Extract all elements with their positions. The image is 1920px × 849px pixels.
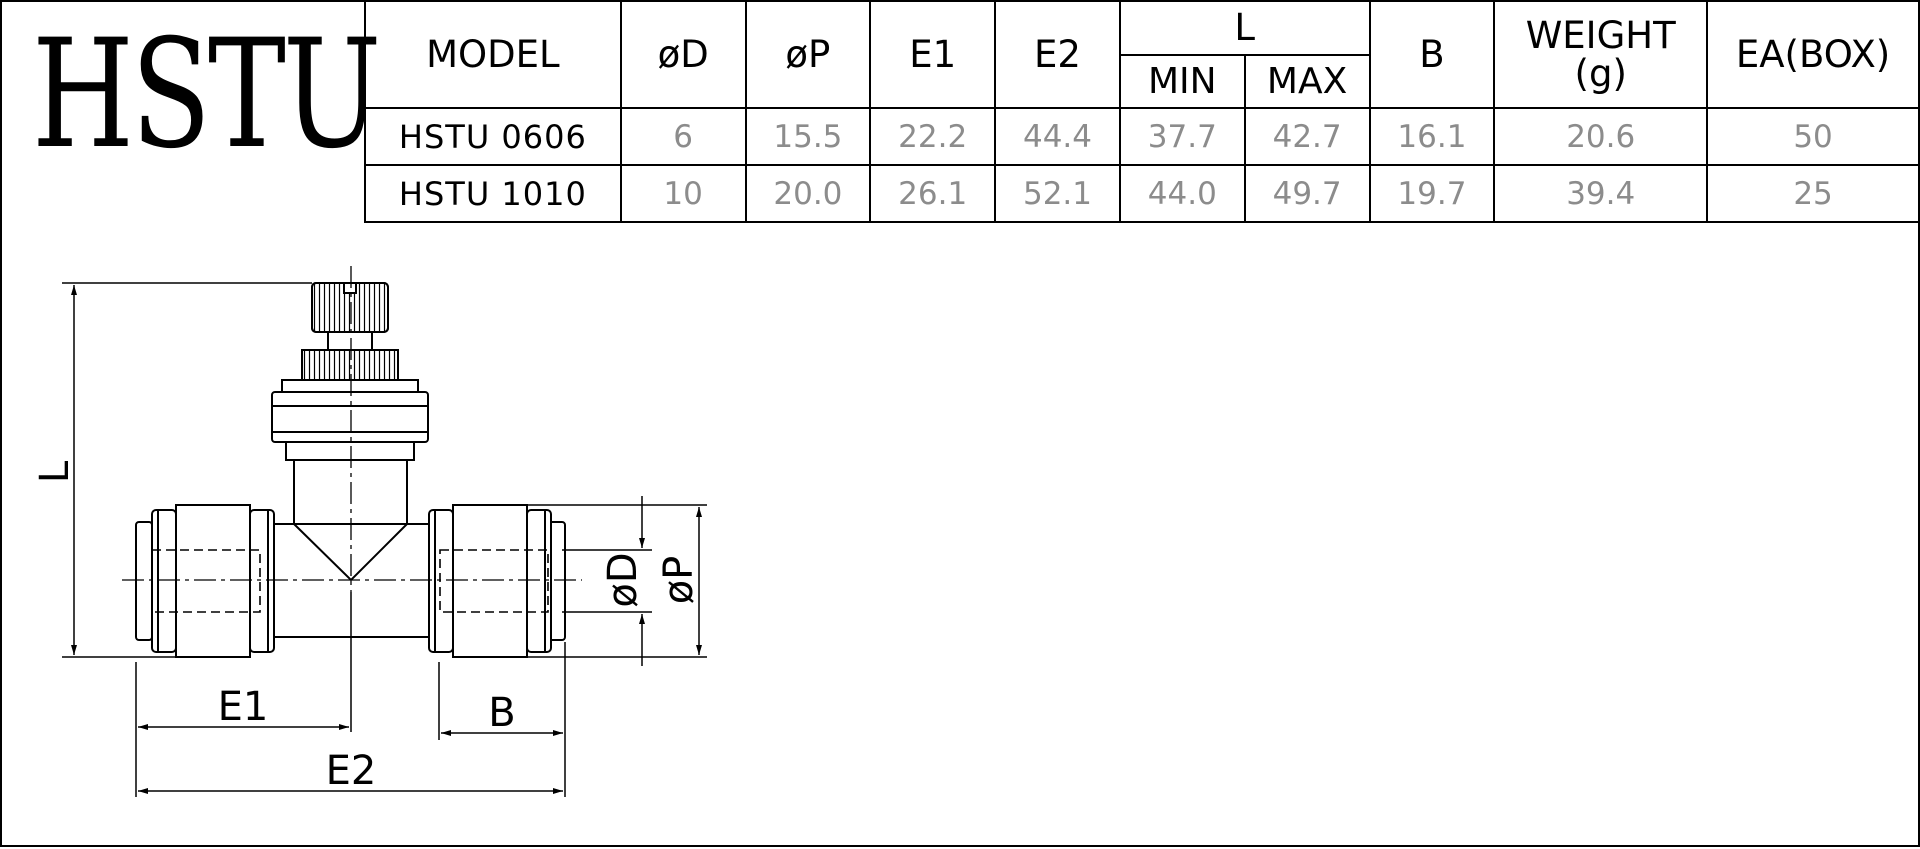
- label-e1: E1: [218, 684, 269, 730]
- header-subrow: MIN MAX: [365, 54, 1918, 109]
- header-row: MODEL øD øP E1 E2 L B WEIGHT (g) EA(BOX): [364, 2, 1918, 109]
- cell-e1: 22.2: [869, 107, 997, 166]
- header-e1: E1: [869, 2, 997, 109]
- cell-ea: 50: [1706, 107, 1918, 166]
- cell-d: 6: [619, 107, 747, 166]
- cell-weight: 39.4: [1493, 164, 1709, 223]
- needle-valve-head: [271, 282, 429, 461]
- header-ea: EA(BOX): [1706, 2, 1918, 109]
- cell-b: 19.7: [1368, 164, 1496, 223]
- tee-stem: [293, 459, 408, 525]
- header-weight: WEIGHT (g): [1493, 2, 1709, 109]
- dimension-lines: [71, 285, 702, 794]
- tee-fitting: [135, 282, 566, 658]
- header-p: øP: [744, 2, 872, 109]
- spec-table: MODEL øD øP E1 E2 L B WEIGHT (g) EA(BOX)…: [364, 2, 1918, 223]
- label-d: øD: [600, 552, 646, 607]
- header-l: L: [1118, 2, 1371, 56]
- cell-l-max: 42.7: [1243, 107, 1371, 166]
- label-l: L: [32, 460, 78, 483]
- header-e2: E2: [994, 2, 1121, 109]
- cell-d: 10: [619, 164, 747, 223]
- cell-ea: 25: [1706, 164, 1918, 223]
- cell-model: HSTU 0606: [364, 107, 622, 166]
- table-row: HSTU 0606 6 15.5 22.2 44.4 37.7 42.7 16.…: [364, 107, 1918, 166]
- cell-b: 16.1: [1368, 107, 1496, 166]
- label-p: øP: [656, 556, 702, 605]
- header-d: øD: [619, 2, 747, 109]
- header-b: B: [1368, 2, 1496, 109]
- header-l-min: MIN: [1118, 54, 1246, 109]
- cell-weight: 20.6: [1493, 107, 1709, 166]
- cell-p: 20.0: [744, 164, 872, 223]
- header-l-max: MAX: [1243, 54, 1370, 109]
- left-port: [135, 504, 275, 658]
- cell-l-min: 37.7: [1118, 107, 1246, 166]
- header-model: MODEL: [364, 2, 622, 109]
- header-weight-line2: (g): [1574, 51, 1627, 95]
- table-row: HSTU 1010 10 20.0 26.1 52.1 44.0 49.7 19…: [364, 164, 1918, 223]
- right-port: [428, 504, 566, 658]
- header-weight-line1: WEIGHT: [1525, 13, 1676, 57]
- cell-e1: 26.1: [869, 164, 997, 223]
- cell-l-max: 49.7: [1243, 164, 1371, 223]
- cell-l-min: 44.0: [1118, 164, 1246, 223]
- cell-e2: 44.4: [994, 107, 1121, 166]
- extension-lines: [62, 282, 707, 797]
- cell-model: HSTU 1010: [364, 164, 622, 223]
- cell-e2: 52.1: [994, 164, 1121, 223]
- center-lines: [122, 266, 582, 592]
- label-e2: E2: [326, 748, 377, 794]
- hidden-lines: [151, 549, 549, 613]
- label-b: B: [488, 690, 515, 736]
- cell-p: 15.5: [744, 107, 872, 166]
